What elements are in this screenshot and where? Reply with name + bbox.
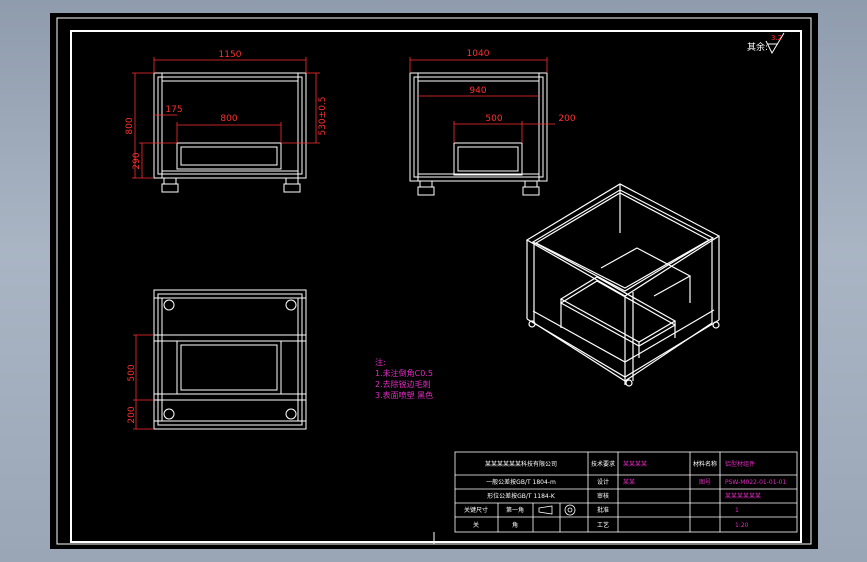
roughness-value: 3.2	[771, 34, 782, 42]
inner-frame	[70, 30, 802, 543]
note-title: 注:	[375, 357, 386, 367]
dim-top-span: 500	[127, 364, 137, 381]
tb-r5b: 角	[512, 521, 518, 529]
dim-side-inner: 940	[469, 86, 486, 96]
side-view-dims	[409, 57, 555, 143]
dim-front-lower: 290	[132, 152, 142, 169]
front-view-dims	[132, 57, 320, 179]
tb-v2: 某某	[623, 479, 635, 486]
projection-symbol	[538, 504, 576, 516]
dim-front-side: 530±0.5	[318, 96, 328, 135]
dim-top-offset: 200	[127, 406, 137, 423]
roughness-label: 其余:	[747, 41, 768, 53]
tb-drawno: PSW-M022-01-01-01	[725, 479, 786, 486]
tb-v1: 某某某某	[623, 461, 647, 468]
top-view	[153, 289, 307, 430]
side-view	[409, 72, 548, 196]
tb-h1: 技术要求	[591, 460, 615, 468]
tb-h4: 批准	[597, 506, 609, 514]
title-block	[454, 451, 798, 533]
tb-material-label: 材料名称	[693, 460, 717, 468]
tb-spec: 某某某某某某	[725, 493, 761, 500]
tb-scale: 1:20	[735, 522, 749, 529]
tb-r5a: 关	[473, 521, 479, 529]
tb-h2: 设计	[597, 478, 609, 486]
dim-side-offset: 200	[558, 114, 575, 124]
tb-form-tolerance: 形位公差按GB/T 1184-K	[487, 492, 556, 500]
tb-general-tolerance: 一般公差按GB/T 1804-m	[486, 478, 556, 486]
top-view-dims	[133, 334, 154, 430]
dim-front-inner: 800	[220, 114, 237, 124]
tb-drawno-label: 图号	[699, 479, 711, 486]
dim-front-offset: 175	[165, 105, 182, 115]
note-1: 1.未注倒角C0.5	[375, 368, 433, 378]
tb-key-dims: 关键尺寸	[464, 506, 488, 514]
roughness-check-icon	[765, 32, 785, 55]
technical-notes: 注: 1.未注倒角C0.5 2.去除锐边毛刺 3.表面喷塑 黑色	[375, 357, 433, 400]
drawing-sheet: 其余: 3.2 1150 800 800 175	[56, 17, 812, 545]
front-view	[153, 72, 307, 193]
dim-side-shelf: 500	[485, 114, 502, 124]
dim-side-width: 1040	[467, 49, 490, 59]
cad-viewport[interactable]: 其余: 3.2 1150 800 800 175	[50, 13, 818, 549]
roughness-symbol: 其余: 3.2	[747, 32, 785, 55]
tb-material-value: 铝型材组件	[725, 460, 755, 468]
isometric-view	[525, 183, 721, 387]
tb-company: 某某某某某某科技有限公司	[485, 460, 557, 468]
dim-front-width: 1150	[219, 50, 242, 60]
note-3: 3.表面喷塑 黑色	[375, 390, 433, 400]
dim-front-height: 800	[125, 117, 135, 134]
tb-qty: 1	[735, 507, 739, 514]
tb-h5: 工艺	[597, 521, 609, 529]
tb-angle: 第一角	[506, 506, 524, 514]
tb-h3: 审核	[597, 492, 609, 500]
note-2: 2.去除锐边毛刺	[375, 379, 431, 389]
